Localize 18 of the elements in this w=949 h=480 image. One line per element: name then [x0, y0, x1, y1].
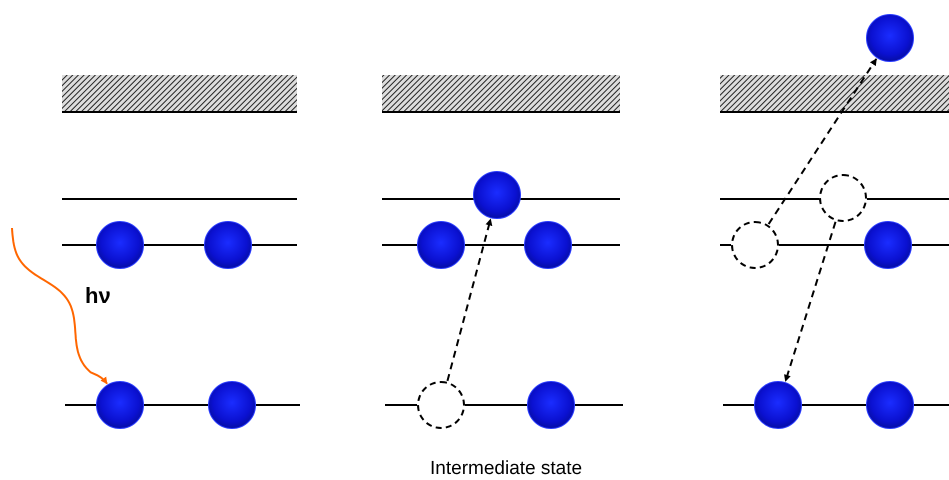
electron-sphere: [864, 221, 912, 269]
electron-sphere: [96, 381, 144, 429]
electron-sphere: [866, 381, 914, 429]
arrow: [784, 222, 836, 382]
arrow: [768, 58, 878, 225]
electron-sphere: [754, 381, 802, 429]
caption-text: Intermediate state: [430, 458, 582, 480]
electron-sphere: [417, 221, 465, 269]
arrow: [446, 218, 492, 382]
electron-sphere: [204, 221, 252, 269]
electron-sphere: [866, 14, 914, 62]
electron-sphere: [473, 171, 521, 219]
electron-sphere: [96, 221, 144, 269]
electron-sphere: [208, 381, 256, 429]
wavy-arrow: [11, 228, 108, 384]
edge-label: hν: [85, 283, 111, 309]
electron-sphere: [527, 381, 575, 429]
electron-sphere: [524, 221, 572, 269]
